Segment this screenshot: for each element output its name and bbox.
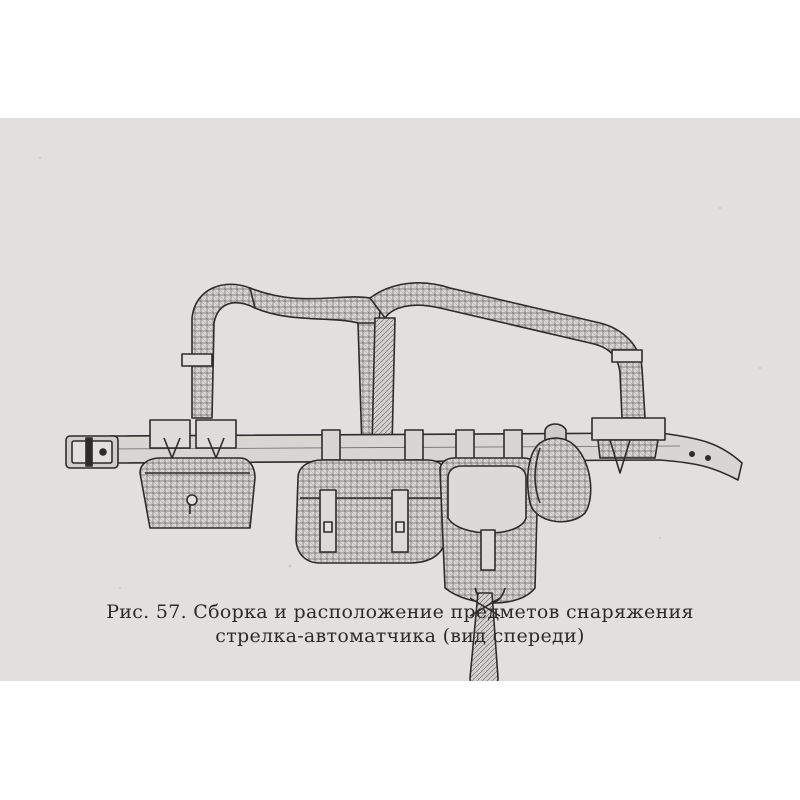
belt-buckle-icon (65, 435, 119, 469)
grenade-bag-icon (295, 429, 449, 564)
book-page: Рис. 57. Сборка и расположение предметов… (0, 118, 800, 681)
magazine-pouch-icon (139, 419, 256, 529)
shoulder-strap-icon (181, 282, 646, 449)
entrenching-tool-icon (439, 429, 539, 681)
magazine-pouch-icon (591, 417, 666, 474)
figure-caption: Рис. 57. Сборка и расположение предметов… (0, 600, 800, 648)
caption-line-2: стрелка-автоматчика (вид спереди) (215, 625, 585, 647)
caption-line-1: Рис. 57. Сборка и расположение предметов… (106, 601, 694, 623)
canteen-icon (526, 423, 592, 523)
equipment-illustration (39, 157, 761, 681)
